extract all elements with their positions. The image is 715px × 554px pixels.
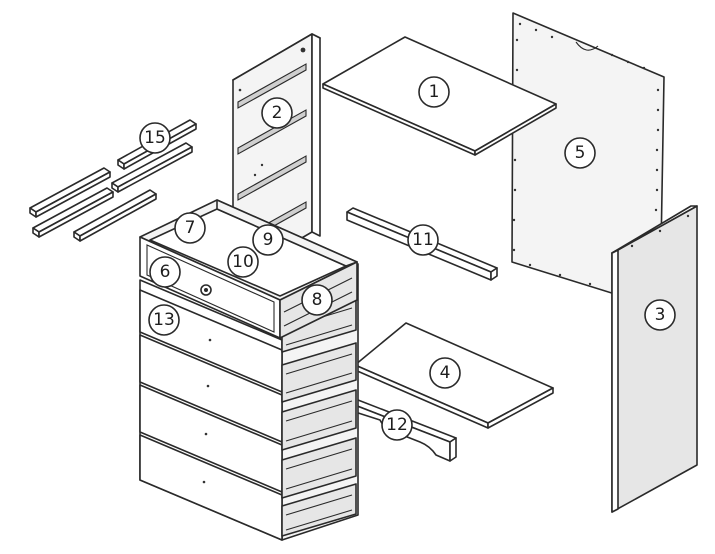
callout-4-label: 4	[440, 363, 451, 383]
callout-11: 11	[407, 224, 439, 256]
callout-13: 13	[148, 304, 180, 336]
callout-3: 3	[644, 299, 676, 331]
callout-10: 10	[227, 246, 259, 278]
callout-1-label: 1	[429, 82, 440, 102]
callout-12: 12	[381, 409, 413, 441]
callout-12-label: 12	[386, 415, 408, 435]
callout-5-label: 5	[575, 143, 586, 163]
callout-11-label: 11	[412, 230, 434, 250]
slats-part	[29, 119, 197, 242]
callout-1: 1	[418, 76, 450, 108]
callout-8-label: 8	[312, 290, 323, 310]
callout-9-label: 9	[263, 230, 274, 250]
callout-4: 4	[429, 357, 461, 389]
callout-8: 8	[301, 284, 333, 316]
callout-13-label: 13	[153, 310, 175, 330]
callout-6-label: 6	[160, 262, 171, 282]
callout-9: 9	[252, 224, 284, 256]
callout-3-label: 3	[655, 305, 666, 325]
callout-15: 15	[139, 122, 171, 154]
callout-7-label: 7	[185, 218, 196, 238]
callout-2: 2	[261, 97, 293, 129]
callout-2-label: 2	[272, 103, 283, 123]
callout-5: 5	[564, 137, 596, 169]
right-side-panel-part	[611, 205, 698, 513]
drawer-stack	[139, 199, 359, 541]
callout-7: 7	[174, 212, 206, 244]
callout-15-label: 15	[144, 128, 166, 148]
callout-10-label: 10	[232, 252, 254, 272]
callout-6: 6	[149, 256, 181, 288]
